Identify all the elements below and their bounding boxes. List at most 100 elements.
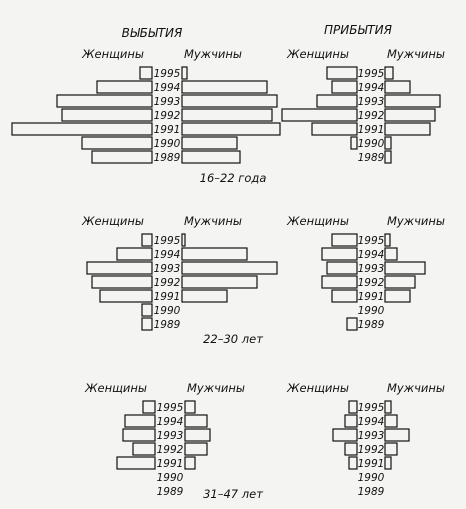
women-bar <box>11 122 153 136</box>
year-label: 1989 <box>358 319 385 331</box>
women-bar <box>122 428 156 442</box>
men-bar <box>181 94 278 108</box>
men-bar <box>181 150 241 164</box>
men-bar <box>181 289 228 303</box>
men-bar <box>384 66 394 80</box>
women-bar <box>116 456 156 470</box>
women-label: Женщины <box>84 381 147 395</box>
men-label: Мужчины <box>387 214 445 228</box>
men-label: Мужчины <box>387 381 445 395</box>
women-bar <box>124 414 156 428</box>
year-label: 1991 <box>157 458 184 470</box>
men-bar <box>181 261 278 275</box>
year-label: 1989 <box>358 152 385 164</box>
women-label: Женщины <box>81 214 144 228</box>
men-bar <box>181 122 281 136</box>
men-label: Мужчины <box>184 214 242 228</box>
year-label: 1991 <box>358 124 385 136</box>
year-label: 1995 <box>358 68 385 80</box>
men-label: Мужчины <box>184 47 242 61</box>
women-bar <box>344 414 358 428</box>
women-bar <box>316 94 358 108</box>
men-bar <box>184 428 211 442</box>
year-label: 1992 <box>358 444 385 456</box>
women-bar <box>141 317 153 331</box>
men-bar <box>384 150 392 164</box>
women-bar <box>350 136 358 150</box>
year-label: 1989 <box>154 152 181 164</box>
women-bar <box>344 442 358 456</box>
men-bar <box>384 80 411 94</box>
year-label: 1995 <box>358 402 385 414</box>
year-label: 1991 <box>358 291 385 303</box>
men-bar <box>184 414 208 428</box>
men-bar <box>181 66 188 80</box>
year-label: 1994 <box>358 416 385 428</box>
women-bar <box>346 317 358 331</box>
men-bar <box>384 456 392 470</box>
year-label: 1993 <box>358 430 385 442</box>
year-label: 1991 <box>154 291 181 303</box>
age-group-caption: 31–47 лет <box>203 487 263 501</box>
year-label: 1990 <box>358 305 385 317</box>
column-title-departures: ВЫБЫТИЯ <box>122 26 183 40</box>
women-bar <box>331 289 358 303</box>
women-bar <box>141 233 153 247</box>
year-label: 1990 <box>154 138 181 150</box>
women-bar <box>321 275 358 289</box>
men-bar <box>184 442 208 456</box>
year-label: 1992 <box>154 110 181 122</box>
age-group-caption: 22–30 лет <box>203 332 263 346</box>
year-label: 1993 <box>154 96 181 108</box>
year-label: 1993 <box>358 96 385 108</box>
year-label: 1991 <box>358 458 385 470</box>
men-bar <box>384 94 441 108</box>
men-bar <box>181 80 268 94</box>
age-group-caption: 16–22 года <box>200 171 267 185</box>
women-bar <box>326 66 358 80</box>
column-title-arrivals: ПРИБЫТИЯ <box>324 23 393 37</box>
women-bar <box>348 400 358 414</box>
year-label: 1995 <box>154 68 181 80</box>
year-label: 1992 <box>154 277 181 289</box>
men-bar <box>184 400 196 414</box>
women-bar <box>91 150 153 164</box>
year-label: 1992 <box>358 110 385 122</box>
men-bar <box>384 400 392 414</box>
women-label: Женщины <box>286 381 349 395</box>
year-label: 1994 <box>157 416 184 428</box>
year-label: 1989 <box>358 486 385 498</box>
men-bar <box>384 289 411 303</box>
women-bar <box>348 456 358 470</box>
year-label: 1995 <box>358 235 385 247</box>
men-label: Мужчины <box>387 47 445 61</box>
year-label: 1991 <box>154 124 181 136</box>
year-label: 1994 <box>154 249 181 261</box>
men-bar <box>384 247 398 261</box>
women-bar <box>61 108 153 122</box>
year-label: 1993 <box>358 263 385 275</box>
men-bar <box>384 414 398 428</box>
men-bar <box>181 247 248 261</box>
women-bar <box>116 247 153 261</box>
year-label: 1990 <box>154 305 181 317</box>
year-label: 1989 <box>154 319 181 331</box>
women-bar <box>139 66 153 80</box>
men-bar <box>384 136 392 150</box>
women-label: Женщины <box>81 47 144 61</box>
women-bar <box>56 94 153 108</box>
women-bar <box>321 247 358 261</box>
year-label: 1995 <box>157 402 184 414</box>
women-bar <box>326 261 358 275</box>
year-label: 1994 <box>358 249 385 261</box>
men-bar <box>181 108 273 122</box>
women-bar <box>331 80 358 94</box>
women-bar <box>86 261 153 275</box>
